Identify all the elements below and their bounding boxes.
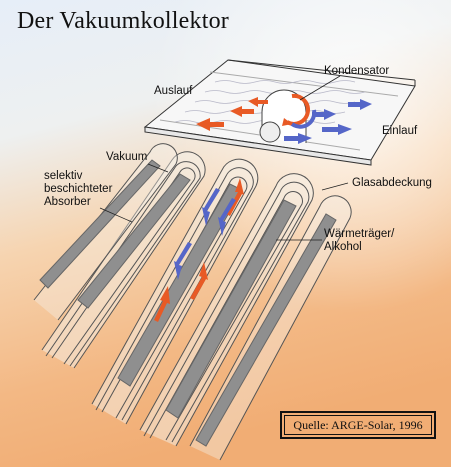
source-text: Quelle: ARGE-Solar, 1996 (293, 417, 423, 432)
label-absorber-line3: Absorber (44, 196, 91, 208)
hot-arrow-up-icon (190, 262, 208, 300)
cold-arrow-down-icon (202, 188, 220, 226)
hot-arrow-up-icon (154, 286, 170, 322)
label-vakuum: Vakuum (106, 151, 148, 163)
cold-arrow-icon (284, 133, 312, 144)
label-absorber-line1: selektiv (44, 170, 83, 182)
label-glasabdeckung: Glasabdeckung (352, 177, 432, 189)
label-kondensator: Kondensator (324, 65, 390, 77)
heat-pipe-arrows (154, 178, 244, 322)
hot-arrow-icon (230, 106, 254, 117)
outlet-hot-arrows (196, 97, 268, 131)
cold-arrow-icon (312, 109, 336, 120)
source-box: Quelle: ARGE-Solar, 1996 (280, 411, 436, 439)
cold-arrow-down-icon (174, 242, 192, 280)
diagram-title: Der Vakuumkollektor (17, 8, 229, 34)
label-absorber-line2: beschichteter (44, 183, 113, 195)
tube-3 (139, 173, 314, 447)
absorber-strip (165, 199, 297, 419)
absorber-strip (77, 173, 191, 309)
label-absorber: selektiv beschichteter Absorber (44, 170, 112, 209)
condenser-cylinder (259, 89, 317, 143)
tube-4 (33, 143, 178, 321)
absorber-strip (39, 159, 161, 289)
cold-arrow-icon (348, 99, 372, 110)
tube-1 (41, 151, 206, 369)
cold-arrow-icon (322, 124, 352, 135)
tube-5 (189, 195, 352, 461)
label-auslauf: Auslauf (154, 85, 193, 97)
pointer-lines (99, 75, 349, 241)
absorber-strip (195, 213, 337, 447)
vacuum-tubes (33, 143, 352, 461)
label-waermetraeger-line2: Alkohol (324, 241, 362, 253)
hot-arrow-icon (196, 118, 224, 131)
cold-arrow-down-icon (218, 198, 236, 236)
hot-arrow-icon (248, 97, 268, 107)
label-einlauf: Einlauf (382, 125, 418, 137)
inlet-cold-arrows (284, 99, 372, 144)
label-waermetraeger: Wärmeträger/ Alkohol (324, 228, 394, 254)
label-waermetraeger-line1: Wärmeträger/ (324, 228, 395, 240)
